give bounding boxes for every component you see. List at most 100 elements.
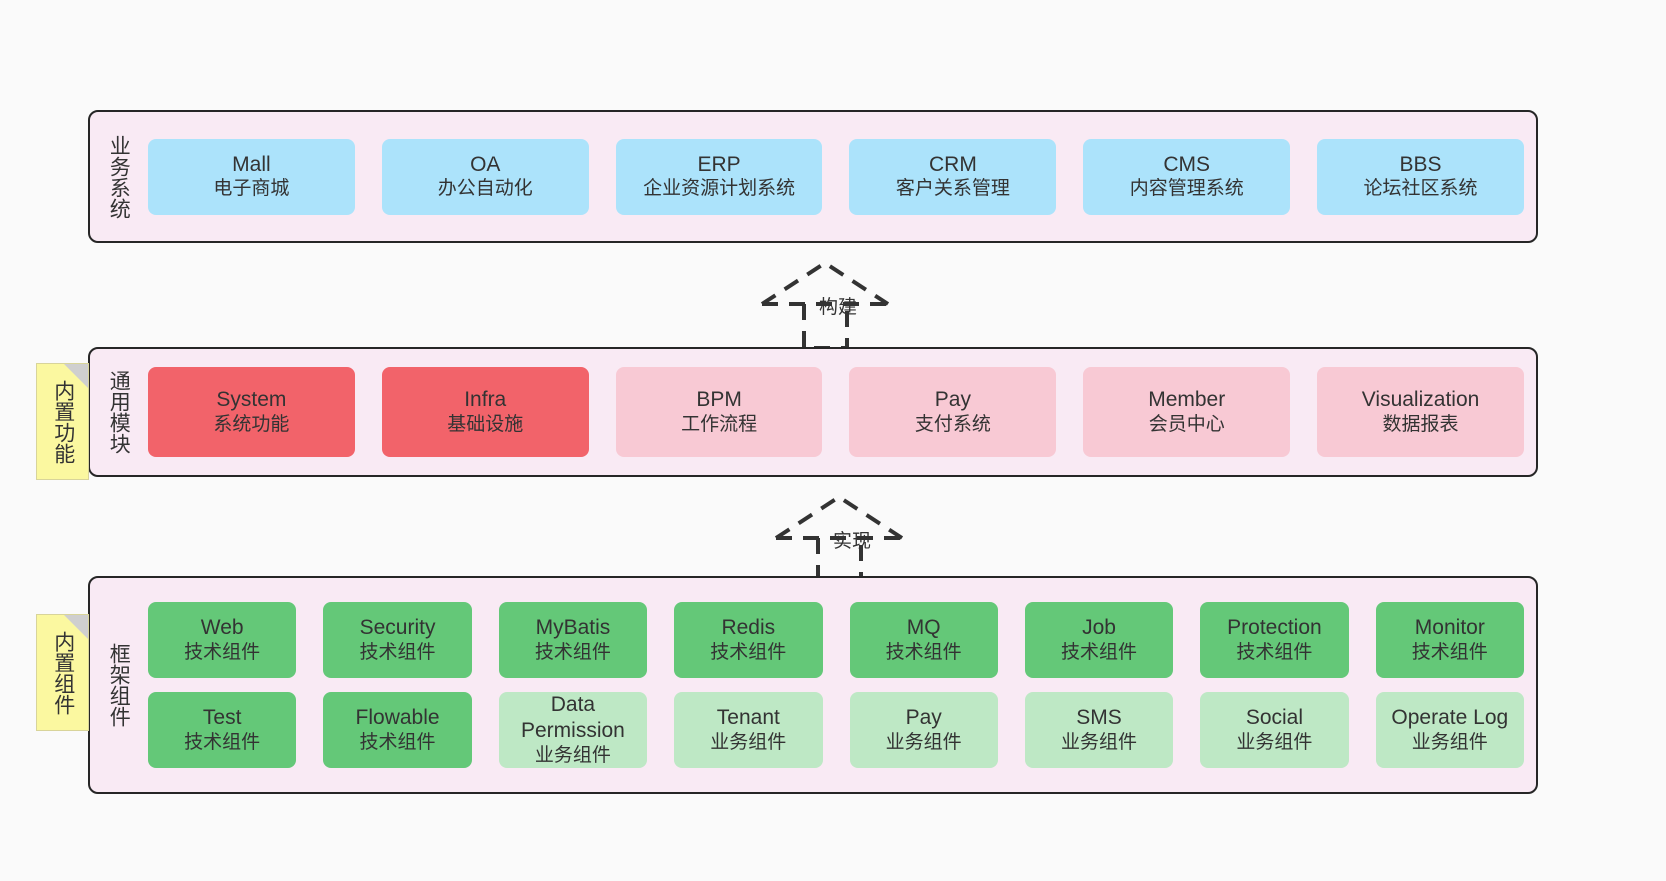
card-subtitle: 电子商城	[213, 178, 290, 200]
layer-title-common-modules: 通用模块	[107, 370, 131, 454]
card-subtitle: 企业资源计划系统	[643, 178, 796, 200]
card-redis[interactable]: Redis 技术组件	[674, 602, 823, 678]
card-pay-component[interactable]: Pay 业务组件	[849, 692, 998, 768]
card-subtitle: 业务组件	[1061, 731, 1138, 753]
card-row: Web 技术组件 Security 技术组件 MyBatis 技术组件 Redi…	[148, 602, 1524, 678]
card-title: Pay	[934, 388, 971, 412]
note-label: 内置组件	[51, 630, 75, 715]
note-builtin-components: 内置组件	[36, 614, 89, 731]
card-title: Monitor	[1414, 616, 1485, 640]
card-subtitle: 业务组件	[710, 731, 787, 753]
card-title: BPM	[696, 388, 742, 412]
card-subtitle: 技术组件	[1061, 641, 1138, 663]
card-subtitle: 工作流程	[681, 413, 758, 435]
card-title: Visualization	[1361, 388, 1480, 412]
note-label: 内置功能	[51, 379, 75, 464]
card-title: Web	[200, 616, 244, 640]
card-data-permission[interactable]: Data Permission 业务组件	[498, 692, 648, 768]
layer-title-framework-components: 框架组件	[107, 643, 131, 727]
card-tenant[interactable]: Tenant 业务组件	[674, 692, 823, 768]
card-subtitle: 客户关系管理	[895, 178, 1010, 200]
card-title: MQ	[906, 616, 941, 640]
card-title: Job	[1082, 616, 1116, 640]
card-crm[interactable]: CRM 客户关系管理	[849, 138, 1057, 215]
arrow-label-implement: 实现	[833, 531, 872, 552]
layer-body-business-systems: Mall 电子商城 OA 办公自动化 ERP 企业资源计划系统 CRM 客户关系…	[148, 122, 1524, 231]
card-subtitle: 业务组件	[534, 744, 611, 766]
card-security[interactable]: Security 技术组件	[323, 602, 472, 678]
card-title: Flowable	[355, 706, 440, 730]
card-flowable[interactable]: Flowable 技术组件	[323, 692, 472, 768]
card-subtitle: 技术组件	[534, 641, 611, 663]
card-title: Social	[1245, 706, 1304, 730]
card-monitor[interactable]: Monitor 技术组件	[1375, 602, 1524, 678]
card-subtitle: 业务组件	[1411, 731, 1488, 753]
card-title: Tenant	[716, 706, 780, 730]
card-row: Mall 电子商城 OA 办公自动化 ERP 企业资源计划系统 CRM 客户关系…	[148, 138, 1524, 215]
card-subtitle: 业务组件	[1236, 731, 1313, 753]
note-builtin-features: 内置功能	[36, 363, 89, 480]
card-subtitle: 支付系统	[914, 413, 991, 435]
card-system[interactable]: System 系统功能	[148, 367, 355, 457]
card-title: Mall	[232, 152, 271, 176]
card-cms[interactable]: CMS 内容管理系统	[1083, 138, 1291, 215]
layer-business-systems: 业务系统 Mall 电子商城 OA 办公自动化 ERP 企业资源计划系统 CRM…	[88, 110, 1538, 243]
card-title: Redis	[721, 616, 776, 640]
card-job[interactable]: Job 技术组件	[1024, 602, 1174, 678]
card-row: System 系统功能 Infra 基础设施 BPM 工作流程 Pay 支付系统…	[148, 367, 1524, 457]
card-protection[interactable]: Protection 技术组件	[1200, 602, 1349, 678]
card-web[interactable]: Web 技术组件	[148, 602, 297, 678]
card-member[interactable]: Member 会员中心	[1083, 367, 1291, 457]
card-title: CMS	[1163, 152, 1211, 176]
card-subtitle: 内容管理系统	[1129, 178, 1244, 200]
card-operate-log[interactable]: Operate Log 业务组件	[1375, 692, 1524, 768]
card-title: Member	[1148, 388, 1226, 412]
card-title: Data Permission	[521, 693, 625, 743]
card-title: MyBatis	[535, 616, 611, 640]
card-subtitle: 技术组件	[1236, 641, 1313, 663]
card-subtitle: 技术组件	[885, 641, 962, 663]
card-title: Infra	[464, 388, 507, 412]
card-title: CRM	[928, 152, 977, 176]
card-visualization[interactable]: Visualization 数据报表	[1317, 367, 1524, 457]
card-title: SMS	[1076, 706, 1122, 730]
note-fold-corner-icon	[64, 364, 88, 388]
card-title: BBS	[1399, 152, 1442, 176]
card-subtitle: 技术组件	[359, 731, 436, 753]
generalization-arrow-implement: 实现	[771, 492, 931, 584]
card-subtitle: 技术组件	[710, 641, 787, 663]
card-social[interactable]: Social 业务组件	[1200, 692, 1349, 768]
card-test[interactable]: Test 技术组件	[148, 692, 297, 768]
card-mq[interactable]: MQ 技术组件	[849, 602, 998, 678]
card-title: Security	[359, 616, 436, 640]
card-subtitle: 数据报表	[1382, 413, 1459, 435]
card-title: Protection	[1227, 616, 1322, 640]
card-title: Pay	[905, 706, 942, 730]
card-subtitle: 技术组件	[184, 731, 261, 753]
card-mybatis[interactable]: MyBatis 技术组件	[498, 602, 648, 678]
card-title: ERP	[697, 152, 741, 176]
card-subtitle: 论坛社区系统	[1363, 178, 1478, 200]
card-erp[interactable]: ERP 企业资源计划系统	[615, 138, 823, 215]
card-subtitle: 办公自动化	[437, 178, 533, 200]
card-title: Test	[202, 706, 242, 730]
card-row: Test 技术组件 Flowable 技术组件 Data Permission …	[148, 692, 1524, 768]
card-mall[interactable]: Mall 电子商城	[148, 138, 355, 215]
card-sms[interactable]: SMS 业务组件	[1024, 692, 1174, 768]
card-infra[interactable]: Infra 基础设施	[381, 367, 589, 457]
card-subtitle: 业务组件	[885, 731, 962, 753]
card-bpm[interactable]: BPM 工作流程	[615, 367, 823, 457]
card-title: OA	[470, 152, 501, 176]
layer-framework-components: 框架组件 Web 技术组件 Security 技术组件 MyBatis 技术组件…	[88, 576, 1538, 794]
card-pay[interactable]: Pay 支付系统	[849, 367, 1057, 457]
layer-body-common-modules: System 系统功能 Infra 基础设施 BPM 工作流程 Pay 支付系统…	[148, 359, 1524, 465]
card-subtitle: 基础设施	[447, 413, 524, 435]
card-bbs[interactable]: BBS 论坛社区系统	[1317, 138, 1524, 215]
layer-common-modules: 通用模块 System 系统功能 Infra 基础设施 BPM 工作流程 Pay…	[88, 347, 1538, 477]
note-fold-corner-icon	[64, 615, 88, 639]
card-subtitle: 会员中心	[1148, 413, 1225, 435]
layer-body-framework-components: Web 技术组件 Security 技术组件 MyBatis 技术组件 Redi…	[148, 588, 1524, 782]
layer-title-business-systems: 业务系统	[107, 134, 131, 219]
card-oa[interactable]: OA 办公自动化	[381, 138, 589, 215]
